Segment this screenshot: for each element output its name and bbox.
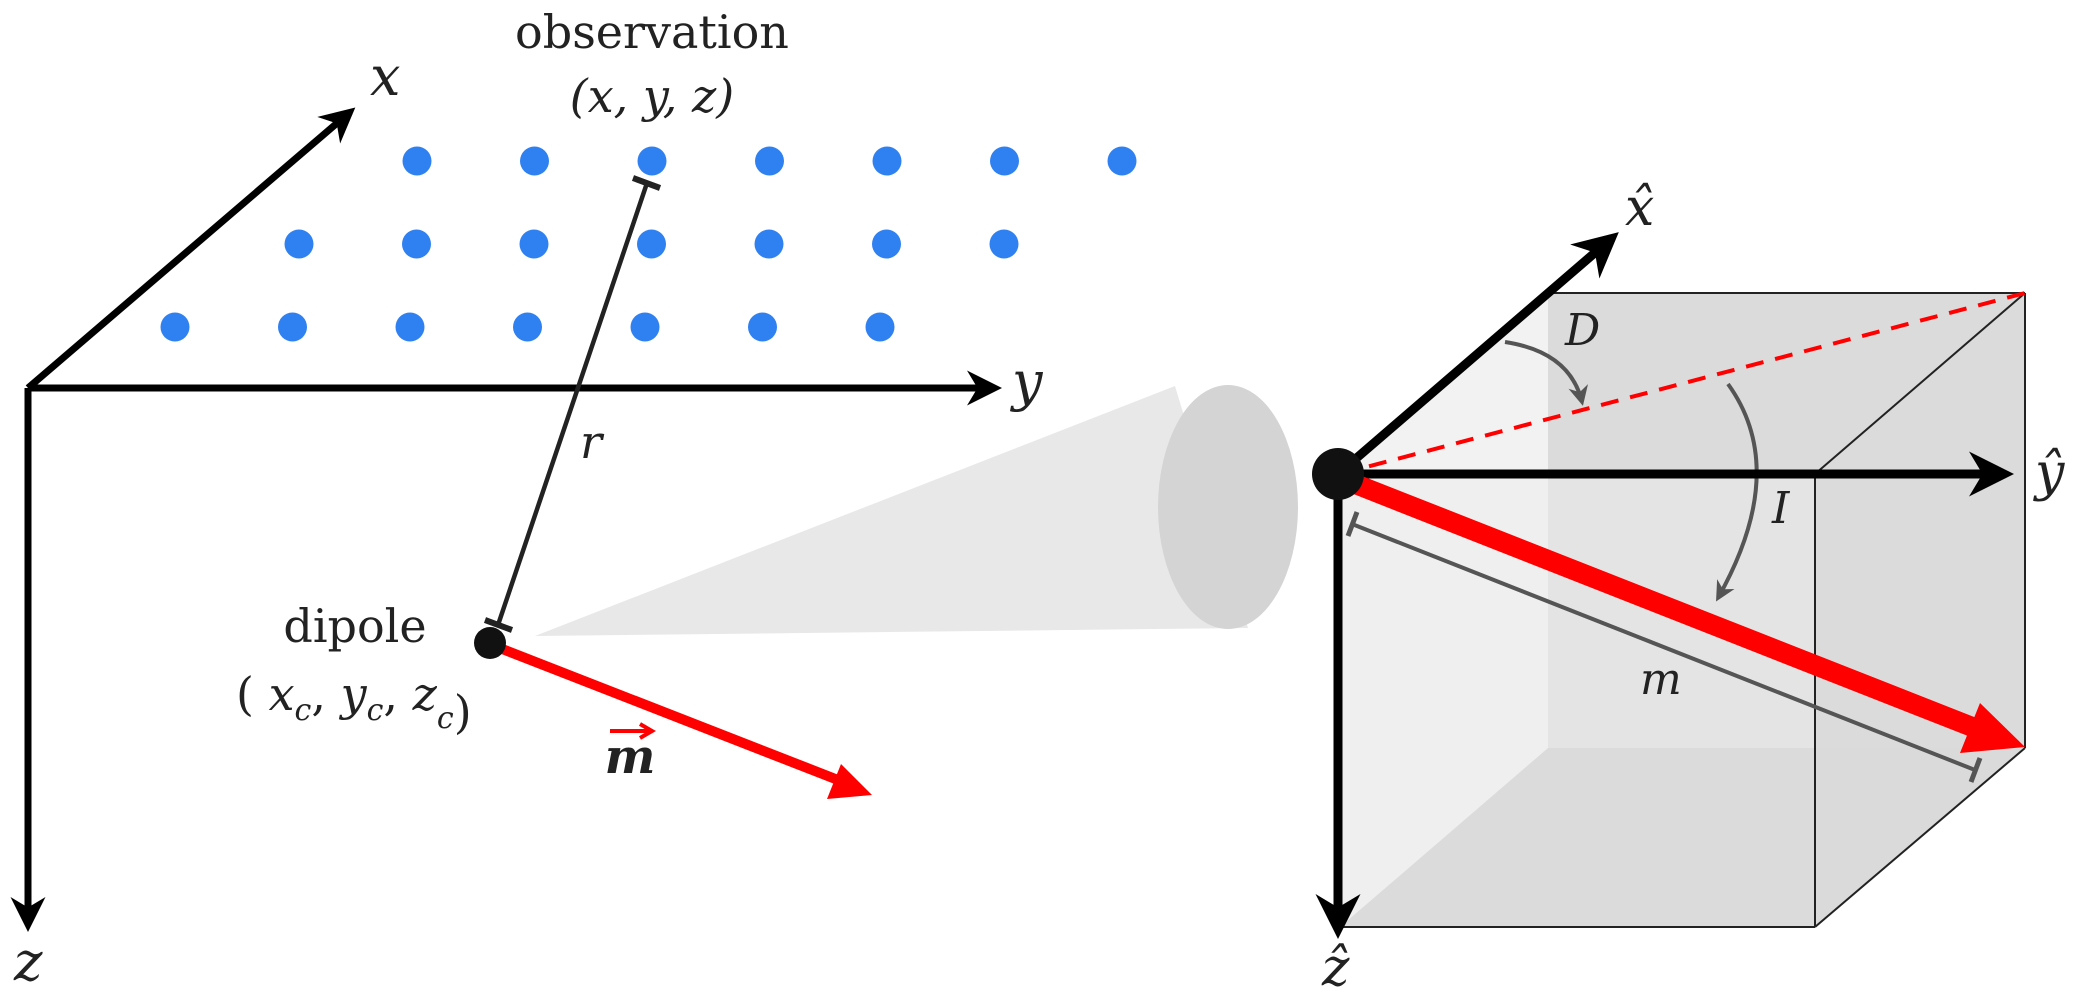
observation-point: [637, 229, 666, 259]
moment-vector-arrow-icon: [610, 722, 656, 740]
observation-point: [872, 229, 901, 259]
observation-point: [637, 146, 667, 176]
right-dipole-point: [1312, 448, 1364, 500]
observation-point: [872, 146, 902, 176]
right-x-hat-label: x̂: [1625, 178, 1654, 238]
declination-label: D: [1564, 305, 1600, 356]
distance-label: r: [580, 415, 605, 469]
left-y-axis-label: y: [1010, 350, 1044, 413]
dipole-coords-close: ): [454, 685, 472, 739]
observation-point: [989, 229, 1019, 259]
right-panel: D I m x̂ ŷ ẑ: [1312, 178, 2065, 998]
left-axes: [10, 107, 1002, 932]
right-y-hat-label: ŷ: [2033, 443, 2065, 503]
left-x-axis-label: x: [370, 45, 400, 108]
cube-left-face: [1340, 293, 1548, 927]
observation-point: [754, 229, 784, 259]
observation-point: [284, 229, 314, 259]
observation-point: [755, 146, 784, 176]
observation-point: [519, 229, 549, 259]
inclination-arc: [1716, 382, 1759, 602]
dipole-zc-sub: c: [437, 701, 454, 736]
observation-point: [402, 146, 432, 176]
right-x-hat-axis: [1335, 232, 1619, 478]
dipole-zc: z: [412, 667, 438, 721]
observation-point: [402, 229, 431, 259]
moment-label-group: m: [605, 722, 656, 785]
dipole-xc: x: [269, 667, 295, 721]
observation-grid: [160, 146, 1137, 342]
observation-point: [1107, 146, 1137, 176]
inclination-label: I: [1771, 483, 1791, 534]
observation-point: [513, 312, 542, 342]
observation-point: [990, 146, 1019, 176]
right-moment-vector: [1336, 468, 2025, 753]
zoom-cone: [535, 385, 1298, 636]
dipole-point: [474, 627, 506, 659]
right-z-hat-label: ẑ: [1321, 938, 1350, 998]
distance-r-line: [483, 175, 662, 633]
observation-point: [630, 312, 660, 342]
observation-point: [748, 312, 777, 342]
dipole-title: dipole: [283, 599, 426, 653]
observation-point: [395, 312, 425, 342]
declination-arc: [1504, 340, 1588, 406]
moment-vector: [490, 640, 872, 799]
observation-point: [160, 312, 190, 342]
magnitude-line: [1345, 511, 1983, 783]
dipole-yc: y: [339, 667, 368, 721]
left-z-axis-label: z: [13, 930, 43, 993]
observation-point: [865, 312, 895, 342]
observation-point: [520, 146, 549, 176]
left-x-axis: [25, 107, 356, 391]
dipole-coords: ( xc, yc, zc): [236, 667, 472, 739]
magnitude-label: m: [1640, 654, 1682, 705]
dipole-yc-sub: c: [367, 693, 384, 728]
moment-label: m: [605, 729, 656, 785]
observation-title: observation: [515, 5, 789, 59]
observation-point: [278, 312, 307, 342]
dipole-xc-sub: c: [295, 693, 312, 728]
left-panel: x y z observation (x, y, z) r dipole ( x…: [10, 5, 1298, 993]
cube: [1340, 292, 2026, 928]
cube-front-face: [1340, 474, 1815, 927]
dipole-coords-open: (: [236, 667, 254, 721]
observation-coords: (x, y, z): [570, 69, 734, 123]
